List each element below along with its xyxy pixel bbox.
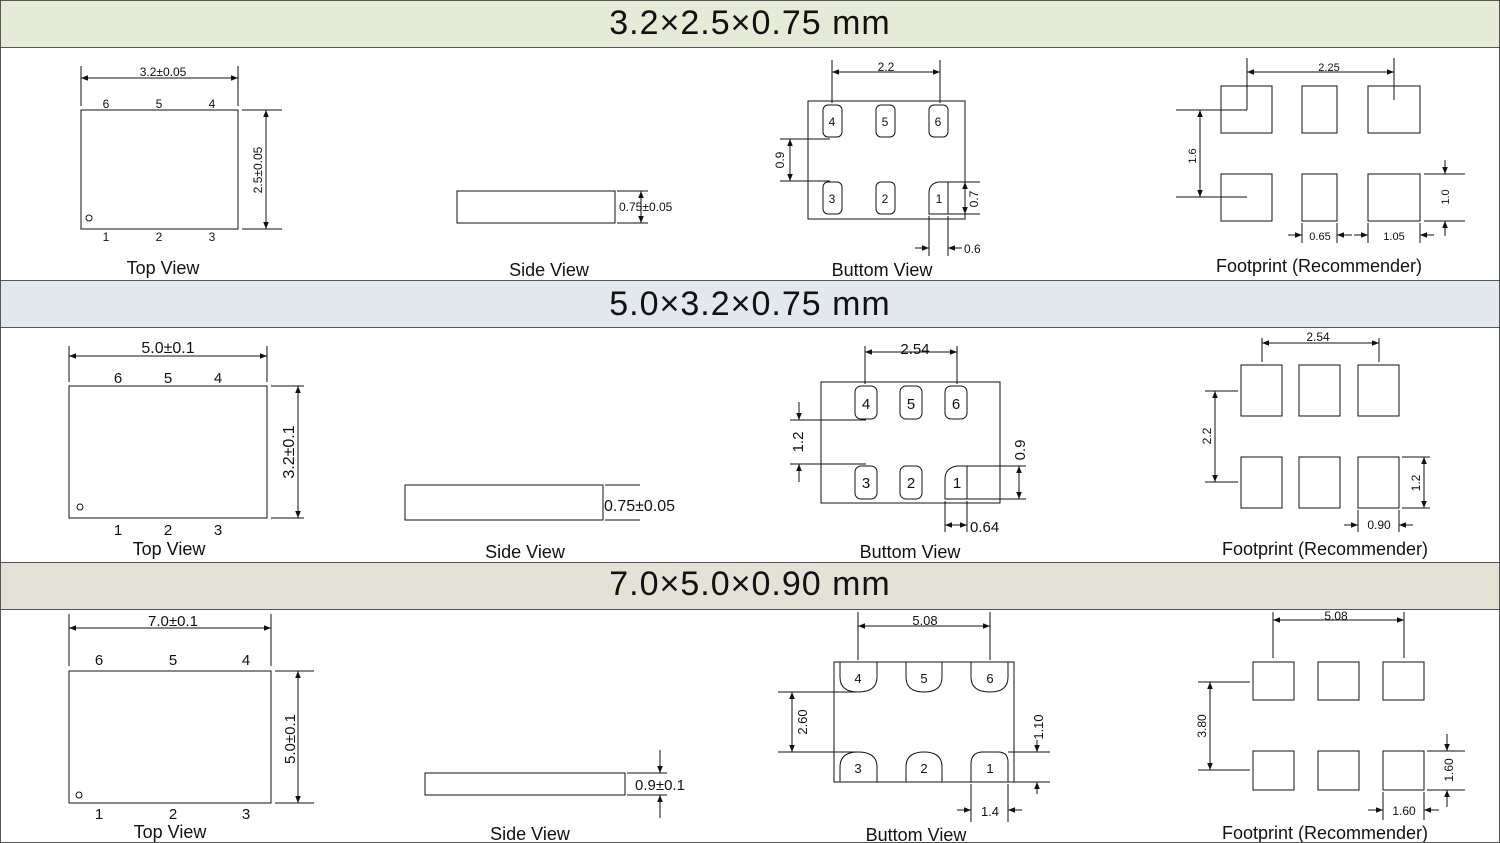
section-3-title: 7.0×5.0×0.90 mm [609,565,891,603]
s3-bottom-rowgap-label: 2.60 [795,709,810,734]
s2-pin-top-2: 5 [164,370,172,387]
s2-bottom-padw-label: 0.64 [970,519,999,536]
s3-pad-6: 6 [986,671,993,686]
s2-fp-padw-label: 0.90 [1367,518,1391,532]
section-3-header-band [0,562,1500,610]
s1-pad-4: 4 [829,115,836,129]
s1-pad-1: 1 [936,192,943,206]
s3-pin-top-1: 6 [95,652,103,669]
s2-side-thickness-label: 0.75±0.05 [604,498,675,515]
s2-pad-6: 6 [952,396,960,413]
s1-bottom-padw-label: 0.6 [964,242,981,256]
s3-top-height-label: 5.0±0.1 [282,714,299,764]
s1-bottom-pitch-label: 2.2 [878,60,895,74]
s2-pin-bot-2: 2 [164,522,172,539]
s1-bottom-view-label: Buttom View [832,260,934,280]
s1-bottom-view-body [807,100,966,220]
s1-top-height-label: 2.5±0.05 [251,146,265,193]
s3-fp-rowpitch-label: 3.80 [1195,714,1209,738]
s1-pin-bot-1: 1 [103,230,110,244]
s3-top-view-label: Top View [134,822,208,842]
s2-footprint-label: Footprint (Recommender) [1222,539,1428,559]
s2-bottom-pitch-label: 2.54 [900,341,929,358]
s3-bottom-padw-label: 1.4 [981,804,999,819]
s3-pad-5: 5 [920,671,927,686]
s1-fp-padw-label: 1.05 [1383,231,1404,243]
s2-bottom-padh-label: 0.9 [1012,440,1029,461]
s1-top-view-body [80,109,239,230]
s1-top-width-label: 3.2±0.05 [140,65,187,79]
s2-pad-3: 3 [862,475,870,492]
s2-fp-rowpitch-label: 2.2 [1200,427,1214,444]
s1-footprint-label: Footprint (Recommender) [1216,256,1422,276]
s2-pad-1: 1 [953,475,961,492]
s3-bottom-padh-label: 1.10 [1031,714,1046,739]
s2-side-view-label: Side View [485,542,566,562]
section-2-drawings: 5.0±0.1 3.2±0.1 6 5 4 1 2 3 Top View 0.7… [0,280,1500,562]
s1-side-view-body [456,190,616,224]
s3-fp-padw-label: 1.60 [1392,804,1416,818]
s3-footprint-label: Footprint (Recommender) [1222,823,1428,843]
s3-bottom-view-label: Buttom View [866,825,968,843]
s1-pin-top-3: 4 [209,97,216,111]
s1-fp-rowpitch-label: 1.6 [1187,148,1199,163]
s1-pin-bot-3: 3 [209,230,216,244]
s1-fp-gap-label: 0.65 [1309,231,1330,243]
s2-pin-bot-1: 1 [114,522,122,539]
section-3-drawings: 7.0±0.1 5.0±0.1 6 5 4 1 2 3 Top View 0.9… [0,562,1500,843]
s1-fp-padh-label: 1.0 [1440,189,1452,204]
s3-fp-padh-label: 1.60 [1442,758,1456,782]
s3-fp-pitch-label: 5.08 [1324,609,1348,623]
s2-bottom-rowgap-label: 1.2 [790,432,807,453]
s3-pad-2: 2 [920,761,927,776]
s2-top-width-label: 5.0±0.1 [141,340,194,357]
s3-pad-4: 4 [854,671,861,686]
s2-pin-top-3: 4 [214,370,222,387]
s3-top-width-label: 7.0±0.1 [148,613,198,630]
s3-pin-bot-2: 2 [169,806,177,823]
section-1-title: 3.2×2.5×0.75 mm [609,4,891,42]
s2-pad-2: 2 [907,475,915,492]
s3-pin-top-3: 4 [242,652,250,669]
s2-top-height-label: 3.2±0.1 [281,425,298,478]
s3-pad-1: 1 [986,761,993,776]
s3-pin-bot-1: 1 [95,806,103,823]
s1-side-view-label: Side View [509,260,590,280]
s2-fp-padh-label: 1.2 [1409,474,1423,491]
s3-bottom-pitch-label: 5.08 [912,613,937,628]
s1-bottom-padh-label: 0.7 [967,190,981,207]
s1-pad-6: 6 [935,115,942,129]
s3-pad-3: 3 [854,761,861,776]
s1-pad-2: 2 [882,192,889,206]
s2-top-view-label: Top View [133,539,207,559]
s1-pin-top-2: 5 [156,97,163,111]
s1-bottom-rowgap-label: 0.9 [773,151,787,168]
section-1-drawings: 3.2±0.05 2.5±0.05 6 5 4 1 2 3 Top View 0… [0,0,1500,280]
section-1-svg: 3.2±0.05 2.5±0.05 6 5 4 1 2 3 Top View 0… [80,58,1465,280]
s2-bottom-view-label: Buttom View [860,542,962,562]
s2-pad-4: 4 [862,396,870,413]
s2-pad-5: 5 [907,396,915,413]
s1-top-view-label: Top View [127,258,201,278]
s3-pin-top-2: 5 [169,652,177,669]
section-2-svg: 5.0±0.1 3.2±0.1 6 5 4 1 2 3 Top View 0.7… [68,330,1430,562]
section-2-title: 5.0×3.2×0.75 mm [609,285,891,323]
s3-pin-bot-3: 3 [242,806,250,823]
s1-pin-bot-2: 2 [156,230,163,244]
s3-side-thickness-label: 0.9±0.1 [635,777,685,794]
section-2-header-band [0,280,1500,328]
s2-pin-top-1: 6 [114,370,122,387]
section-3-svg: 7.0±0.1 5.0±0.1 6 5 4 1 2 3 Top View 0.9… [68,609,1465,843]
s2-pin-bot-3: 3 [214,522,222,539]
s1-pin1-marker [85,214,93,222]
s1-pad-5: 5 [882,115,889,129]
s2-fp-pitch-label: 2.54 [1306,330,1330,344]
s1-pin-top-1: 6 [103,97,110,111]
s1-fp-pitch-label: 2.25 [1318,62,1339,74]
s1-pad-3: 3 [829,192,836,206]
s3-side-view-label: Side View [490,824,571,843]
s1-side-thickness-label: 0.75±0.05 [619,200,673,214]
